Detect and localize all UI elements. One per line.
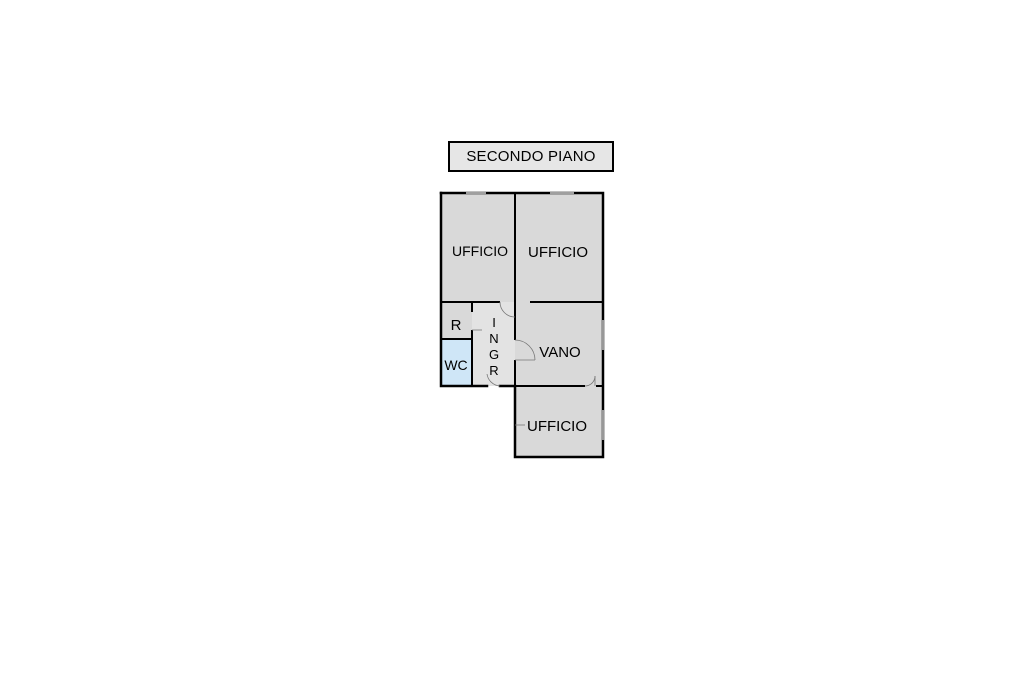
label-ufficio-top-left: UFFICIO <box>452 243 508 259</box>
label-ingresso-n: N <box>489 331 498 346</box>
room-vano <box>515 302 603 386</box>
label-ufficio-bottom: UFFICIO <box>527 418 587 435</box>
label-wc: WC <box>444 357 467 373</box>
floor-title: SECONDO PIANO <box>448 141 614 172</box>
room-wc <box>441 339 472 386</box>
label-ripostiglio: R <box>451 317 462 334</box>
door-swings <box>472 301 596 426</box>
label-ingresso-i: I <box>492 315 496 330</box>
label-ufficio-top-right: UFFICIO <box>528 244 588 261</box>
room-ingresso <box>472 302 515 386</box>
room-ufficio-bottom <box>515 386 603 457</box>
label-vano: VANO <box>539 344 580 361</box>
interior-walls <box>441 193 603 387</box>
label-ingresso-g: G <box>489 347 499 362</box>
room-ufficio-top-right <box>515 193 603 302</box>
label-ingresso-r: R <box>489 363 498 378</box>
window-marks <box>466 192 604 440</box>
room-ufficio-top-left <box>441 193 515 302</box>
room-ripostiglio <box>441 302 472 339</box>
